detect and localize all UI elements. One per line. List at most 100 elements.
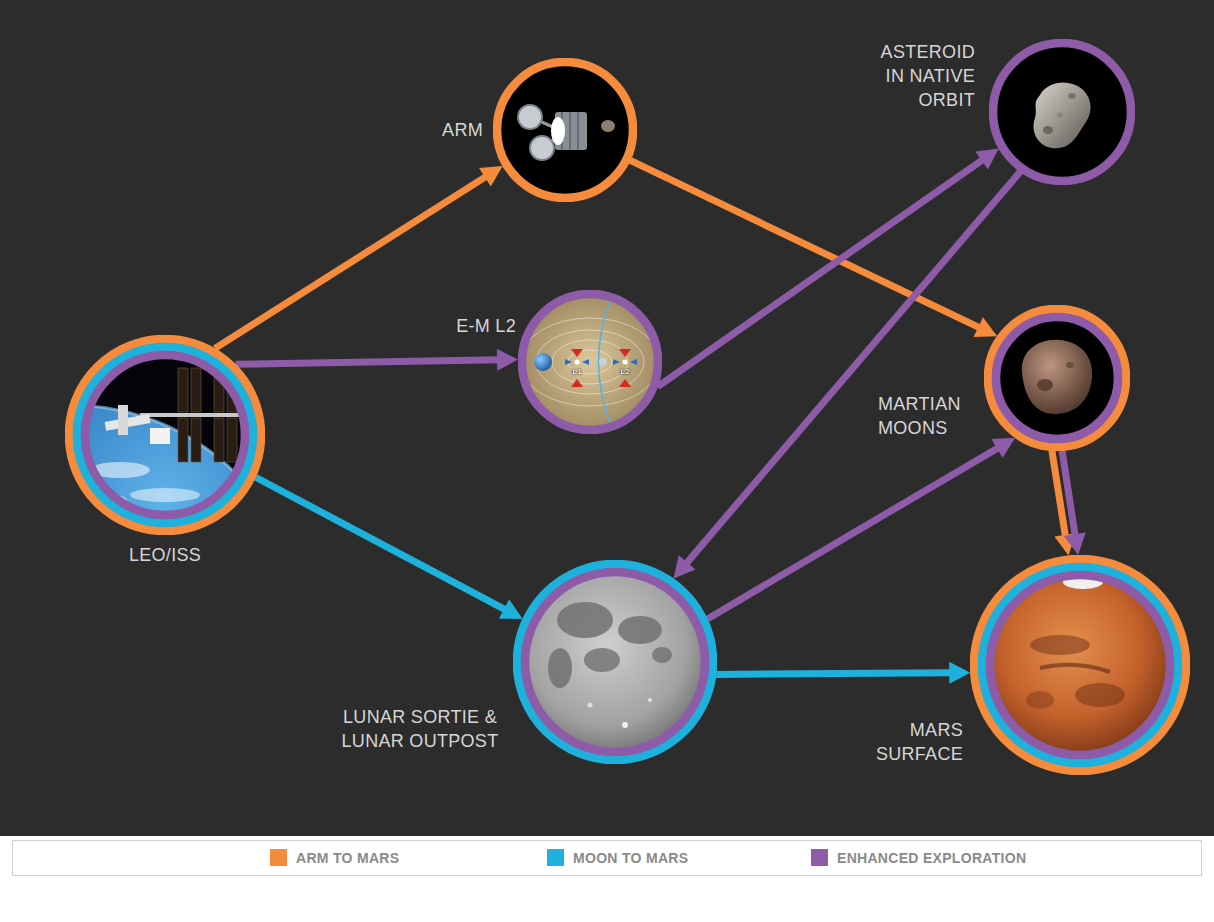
arrowhead [1064,533,1086,555]
legend-item: ENHANCED EXPLORATION [811,849,1026,867]
cloud [130,488,200,502]
point-label: L1 [572,367,581,376]
mare [548,648,572,688]
ring [517,564,713,760]
dark-region [1075,683,1125,707]
stage-circle: ARM [493,58,637,202]
crater [1068,93,1076,99]
stage-circle: LEO/ISS [65,335,265,535]
field-line [552,340,628,384]
radiator [150,428,170,444]
stage-circle: E-M L2 [518,290,662,434]
lagrange-point [623,360,628,365]
arrowhead [674,555,696,578]
path-arrow [256,477,523,619]
path-arrow [658,149,999,387]
glint [551,117,565,145]
marker-triangle [619,379,631,387]
node-layer: LEO/ISS ARM E-M L2 ASTEROID IN NATIVE ORBIT… [0,0,1214,836]
stage-label: MARS SURFACE [863,718,963,766]
field-line [520,318,660,406]
module [118,405,128,435]
ring [69,339,261,531]
legend-swatch [270,849,287,866]
legend-panel: ARM TO MARS MOON TO MARS ENHANCED EXPLORAT… [0,836,1214,922]
marker-arrow [565,359,572,365]
marker-arrow [582,359,589,365]
truss [140,413,240,417]
arrowhead [949,662,970,684]
stage-circle: ASTEROID IN NATIVE ORBIT [989,39,1135,185]
ring [497,62,633,198]
orbit-arc [599,296,613,428]
dark-region [1030,635,1090,655]
arrow-shaft [685,172,1020,565]
legend-text: MOON TO MARS [573,849,688,867]
stage-label-block: MARTIAN MOONS [878,392,978,440]
stage-label: E-M L2 [456,314,516,338]
marker-triangle [619,349,631,357]
ring [85,355,245,515]
ring-outline [493,58,637,202]
crater [1037,379,1053,391]
asteroid [1034,83,1091,149]
crater [1043,126,1053,134]
legend-swatch [547,849,564,866]
path-arrow [1062,451,1086,555]
crater [588,703,593,708]
mare [557,602,613,638]
legend-item: ARM TO MARS [270,849,399,867]
small-asteroid [601,120,615,132]
stage-label: ARM [442,118,483,142]
crater [622,722,628,728]
solar-array [191,368,201,412]
ring [988,309,1126,447]
martian-moon [1022,340,1092,414]
solar-array [518,105,542,129]
path-arrow [707,438,1015,619]
solar-array [178,418,188,462]
marker-arrow [613,359,620,365]
stage-circle: MARTIAN MOONS [984,305,1130,451]
crater [648,698,652,702]
ring [990,575,1170,755]
arrow-shaft [630,160,981,328]
stage-label-block: MARS SURFACE [863,718,963,766]
stage-label: LUNAR SORTIE & LUNAR OUTPOST [333,705,508,753]
solar-array [214,418,224,462]
path-arrow [236,349,518,371]
arrowhead [991,438,1015,458]
stage-circle: LUNAR SORTIE & LUNAR OUTPOST [513,560,717,764]
label-layer: L1 L2 [0,0,1214,836]
ring [993,43,1131,181]
illustrations [0,0,1214,836]
arrowhead [497,349,518,371]
mare [584,648,620,672]
stage-label-block: ARM [442,118,483,142]
stage-label-block: LEO/ISS [129,543,201,567]
ring-outline [518,290,662,434]
arrowhead [974,317,998,337]
arrow-shaft [707,447,999,619]
solar-array [178,368,188,412]
legend-frame: ARM TO MARS MOON TO MARS ENHANCED EXPLORAT… [12,840,1202,876]
crater [1066,362,1074,368]
solar-array [227,418,237,462]
ring [996,317,1118,439]
ring-outline [65,335,265,535]
ring [525,572,705,752]
arrow-shaft [1062,451,1075,537]
connector-layer [0,0,1214,836]
crater [1057,113,1063,118]
earth [0,405,305,836]
point-label: L2 [620,367,629,376]
solar-array [530,136,554,160]
mare [618,616,662,644]
legend-swatch [811,849,828,866]
ring [974,559,1186,771]
canyon [1040,665,1110,672]
stage-label-block: ASTEROID IN NATIVE ORBIT [870,40,975,112]
marker-triangle [571,379,583,387]
stage-label: LEO/ISS [129,543,201,567]
